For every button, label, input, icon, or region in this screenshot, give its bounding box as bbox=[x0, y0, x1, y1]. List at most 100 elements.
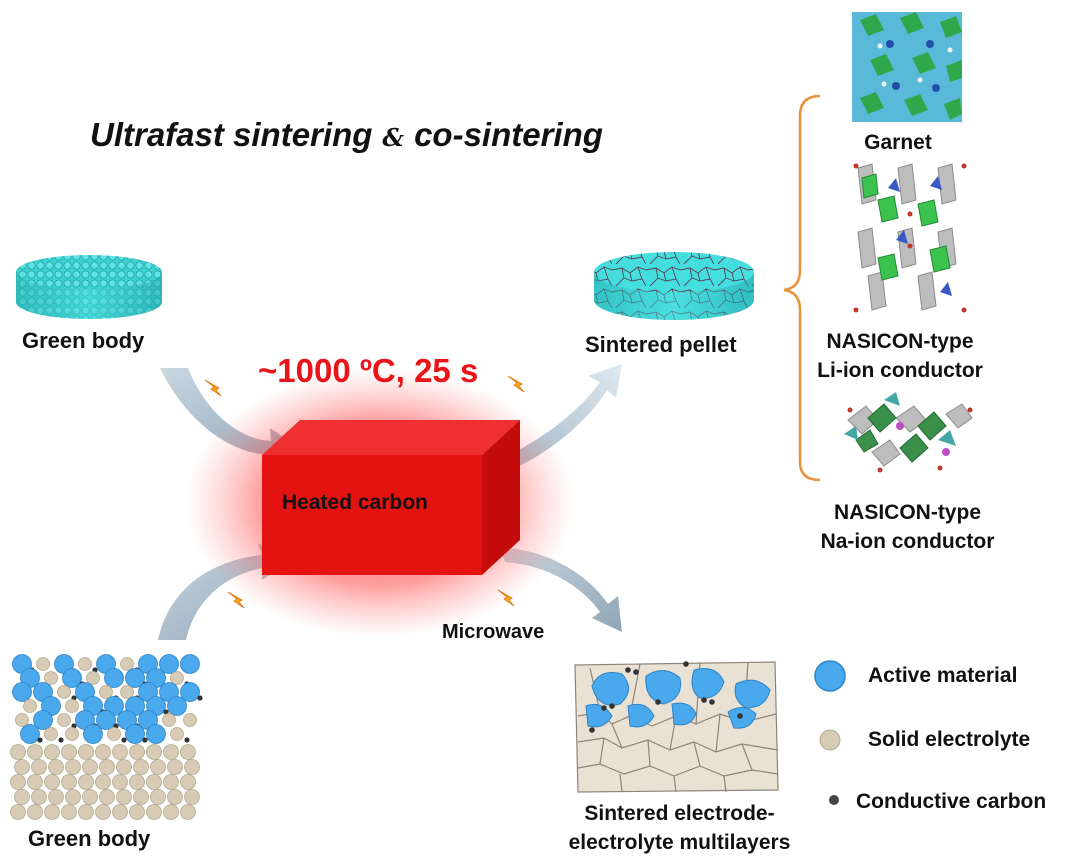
electrolyte-particle bbox=[27, 774, 43, 790]
microwave-label: Microwave bbox=[442, 621, 545, 643]
electrolyte-particle bbox=[170, 727, 184, 741]
electrolyte-particle bbox=[65, 789, 81, 805]
carbon-particle bbox=[37, 737, 43, 743]
electrolyte-particle bbox=[170, 671, 184, 685]
legend-active-material-swatch bbox=[814, 660, 846, 692]
electrolyte-particle bbox=[146, 744, 162, 760]
carbon-particle bbox=[142, 737, 148, 743]
electrolyte-particle bbox=[23, 699, 37, 713]
electrolyte-particle bbox=[44, 804, 60, 820]
sintered-multilayers bbox=[574, 661, 779, 793]
electrolyte-particle bbox=[86, 671, 100, 685]
electrolyte-particle bbox=[57, 713, 71, 727]
electrolyte-particle bbox=[184, 759, 200, 775]
nasicon-na-structure bbox=[844, 392, 973, 473]
carbon-particle bbox=[163, 709, 169, 715]
legend-conductive-carbon: Conductive carbon bbox=[856, 790, 1047, 813]
multilayers-line2: electrolyte multilayers bbox=[568, 831, 791, 854]
electrolyte-particle bbox=[27, 744, 43, 760]
electrolyte-particle bbox=[120, 685, 134, 699]
electrolyte-particle bbox=[163, 744, 179, 760]
electrolyte-particle bbox=[78, 744, 94, 760]
carbon-particle bbox=[184, 737, 190, 743]
electrolyte-particle bbox=[146, 774, 162, 790]
electrolyte-particle bbox=[10, 804, 26, 820]
electrolyte-particle bbox=[82, 789, 98, 805]
electrolyte-particle bbox=[65, 699, 79, 713]
heated-carbon-label: Heated carbon bbox=[282, 491, 428, 514]
nasicon-li-line1: NASICON-type bbox=[826, 330, 974, 353]
carbon-particle bbox=[58, 737, 64, 743]
green-body-layers-label: Green body bbox=[28, 826, 151, 851]
electrolyte-particle bbox=[180, 744, 196, 760]
multilayers-line1: Sintered electrode- bbox=[584, 802, 775, 825]
green-body-pellet-label: Green body bbox=[22, 328, 145, 353]
electrolyte-particle bbox=[82, 759, 98, 775]
electrolyte-particle bbox=[167, 789, 183, 805]
active-particle bbox=[125, 668, 145, 688]
diagram-title: Ultrafast sintering&co-sintering bbox=[90, 116, 603, 154]
active-particle bbox=[159, 654, 179, 674]
electrolyte-particle bbox=[44, 744, 60, 760]
nasicon-na-line2: Na-ion conductor bbox=[820, 530, 995, 553]
active-particle bbox=[62, 668, 82, 688]
electrolyte-particle bbox=[167, 759, 183, 775]
electrolyte-particle bbox=[112, 774, 128, 790]
electrolyte-particle bbox=[44, 727, 58, 741]
electrolyte-particle bbox=[95, 744, 111, 760]
active-particle bbox=[104, 668, 124, 688]
electrolyte-particle bbox=[61, 804, 77, 820]
electrolyte-particle bbox=[163, 804, 179, 820]
active-particle bbox=[96, 710, 116, 730]
electrolyte-particle bbox=[180, 804, 196, 820]
active-particle bbox=[12, 682, 32, 702]
electrolyte-particle bbox=[150, 789, 166, 805]
electrolyte-particle bbox=[129, 774, 145, 790]
electrolyte-particle bbox=[133, 789, 149, 805]
electrolyte-particle bbox=[10, 744, 26, 760]
active-particle bbox=[167, 696, 187, 716]
electrolyte-particle bbox=[78, 657, 92, 671]
electrolyte-particle bbox=[78, 774, 94, 790]
title-part2: co-sintering bbox=[414, 116, 603, 153]
electrolyte-particle bbox=[183, 713, 197, 727]
electrolyte-particle bbox=[116, 789, 132, 805]
electrolyte-particle bbox=[129, 804, 145, 820]
electrolyte-particle bbox=[10, 774, 26, 790]
electrolyte-particle bbox=[48, 789, 64, 805]
electrolyte-particle bbox=[120, 657, 134, 671]
active-particle bbox=[83, 724, 103, 744]
electrolyte-particle bbox=[61, 774, 77, 790]
title-ampersand: & bbox=[382, 123, 405, 152]
electrolyte-particle bbox=[129, 744, 145, 760]
title-part1: Ultrafast sintering bbox=[90, 116, 373, 153]
electrolyte-particle bbox=[44, 671, 58, 685]
nasicon-na-line1: NASICON-type bbox=[833, 501, 981, 524]
sintering-conditions: ~1000 ºC, 25 s bbox=[258, 352, 479, 389]
green-body-pellet bbox=[16, 255, 162, 319]
electrolyte-particle bbox=[162, 713, 176, 727]
electrolyte-particle bbox=[107, 727, 121, 741]
electrolyte-particle bbox=[31, 789, 47, 805]
active-particle bbox=[180, 654, 200, 674]
green-body-layers bbox=[10, 654, 203, 821]
active-particle bbox=[125, 724, 145, 744]
electrolyte-particle bbox=[31, 759, 47, 775]
electrolyte-particle bbox=[95, 774, 111, 790]
electrolyte-particle bbox=[15, 713, 29, 727]
active-particle bbox=[33, 710, 53, 730]
electrolyte-particle bbox=[48, 759, 64, 775]
electrolyte-particle bbox=[61, 744, 77, 760]
electrolyte-particle bbox=[116, 759, 132, 775]
structure-bracket bbox=[783, 94, 821, 482]
electrolyte-particle bbox=[184, 789, 200, 805]
electrolyte-particle bbox=[57, 685, 71, 699]
nasicon-li-structure bbox=[848, 162, 967, 313]
electrolyte-particle bbox=[99, 685, 113, 699]
electrolyte-particle bbox=[78, 804, 94, 820]
electrolyte-particle bbox=[99, 789, 115, 805]
carbon-particle bbox=[121, 737, 127, 743]
